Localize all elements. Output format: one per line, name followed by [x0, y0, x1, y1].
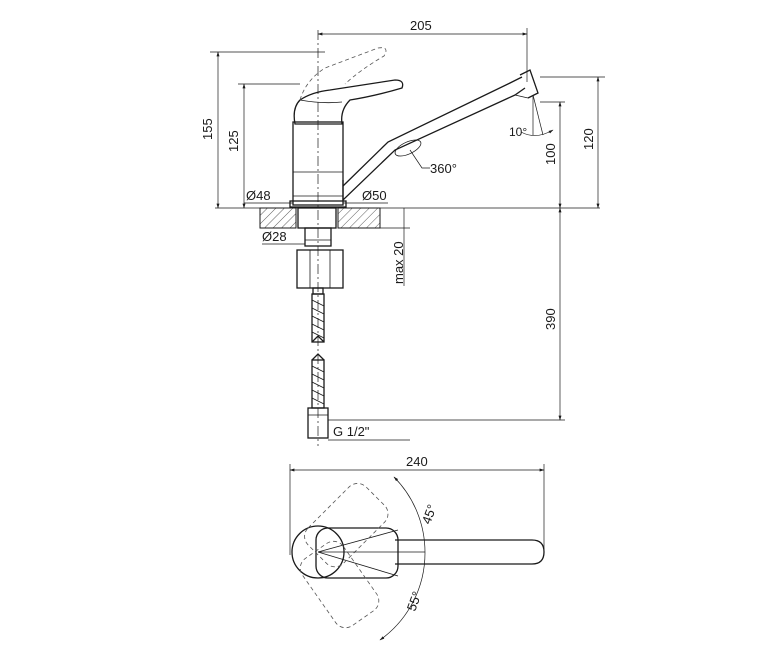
dim-base-diameter: Ø48 [246, 188, 271, 203]
mounting-nut [296, 249, 344, 289]
counter-section-right [337, 207, 381, 229]
plan-lever [315, 527, 399, 579]
dim-flange-diameter: Ø50 [362, 188, 387, 203]
dim-total-height: 155 [200, 118, 215, 140]
counter-section-left [259, 207, 297, 229]
side-elevation: 205 155 125 10° 100 120 360° Ø48 Ø50 [200, 18, 605, 446]
hose-fitting [307, 407, 329, 439]
dim-spout-rotation: 360° [430, 161, 457, 176]
dim-max-counter-thickness: max 20 [391, 241, 406, 284]
dim-spout-reach: 205 [410, 18, 432, 33]
dim-spout-tilt: 10° [509, 125, 527, 139]
flexible-hose [307, 287, 329, 439]
spout [342, 87, 526, 202]
dim-hose-connection: G 1/2" [333, 424, 370, 439]
dim-lever-angle-down: 55° [404, 589, 425, 613]
dim-plan-length: 240 [406, 454, 428, 469]
lever-handle [293, 79, 404, 125]
dim-lever-angle-up: 45° [419, 502, 440, 526]
lever-handle-ghost-up [299, 47, 387, 101]
dim-spout-height: 120 [581, 128, 596, 150]
dim-body-height: 125 [226, 130, 241, 152]
plan-spout [395, 539, 545, 565]
plan-view: 240 45° 55° [289, 454, 545, 641]
dim-thread-diameter: Ø28 [262, 229, 287, 244]
plan-lever-ghost-down [299, 540, 380, 629]
spout-swivel-ring [394, 139, 422, 157]
dim-hose-length: 390 [543, 308, 558, 330]
dim-outlet-height: 100 [543, 143, 558, 165]
plan-lever-ghost-up [304, 483, 389, 568]
